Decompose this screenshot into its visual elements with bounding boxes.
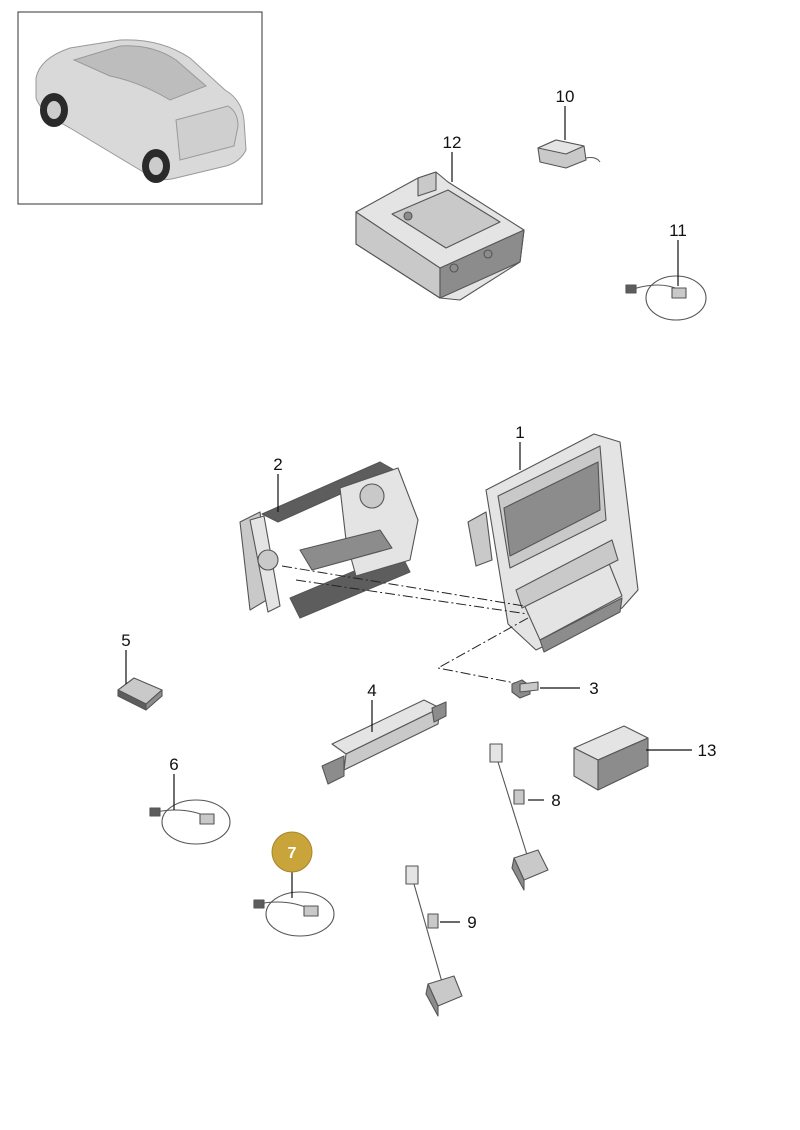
callout-9[interactable]: 9 <box>467 913 476 932</box>
callout-4[interactable]: 4 <box>367 681 376 700</box>
part-8-lead[interactable] <box>489 743 549 891</box>
part-12-bracket[interactable] <box>355 171 525 301</box>
part-11-cable[interactable] <box>625 275 707 321</box>
part-2-frame[interactable] <box>239 461 419 619</box>
callout-2[interactable]: 2 <box>273 455 282 474</box>
part-9-lead[interactable] <box>405 865 463 1017</box>
callout-5[interactable]: 5 <box>121 631 130 650</box>
callout-3[interactable]: 3 <box>589 679 598 698</box>
callout-7-highlight[interactable]: 7 <box>271 831 313 873</box>
callout-labels: 10 12 11 1 2 3 5 4 13 6 8 9 <box>121 87 716 932</box>
part-10-antenna[interactable] <box>537 139 601 169</box>
assembly-lines <box>281 565 529 685</box>
part-4-module[interactable] <box>321 699 447 785</box>
part-6-cable[interactable] <box>149 799 231 845</box>
callout-11[interactable]: 11 <box>669 221 687 240</box>
callout-13[interactable]: 13 <box>698 741 717 760</box>
part-5-module[interactable] <box>117 677 163 711</box>
callout-6[interactable]: 6 <box>169 755 178 774</box>
callout-leaders <box>125 106 692 923</box>
part-13-control-unit[interactable] <box>573 725 649 791</box>
part-3-screw[interactable] <box>511 679 539 699</box>
callout-8[interactable]: 8 <box>551 791 560 810</box>
vehicle-thumbnail <box>17 11 263 205</box>
callout-1[interactable]: 1 <box>515 423 524 442</box>
highlight-badge <box>271 831 313 873</box>
part-7-cable[interactable] <box>253 891 335 937</box>
callout-12[interactable]: 12 <box>443 133 462 152</box>
callout-10[interactable]: 10 <box>556 87 575 106</box>
car-illustration <box>35 39 247 183</box>
part-1-bezel[interactable] <box>467 433 639 653</box>
callout-7[interactable]: 7 <box>288 845 297 862</box>
